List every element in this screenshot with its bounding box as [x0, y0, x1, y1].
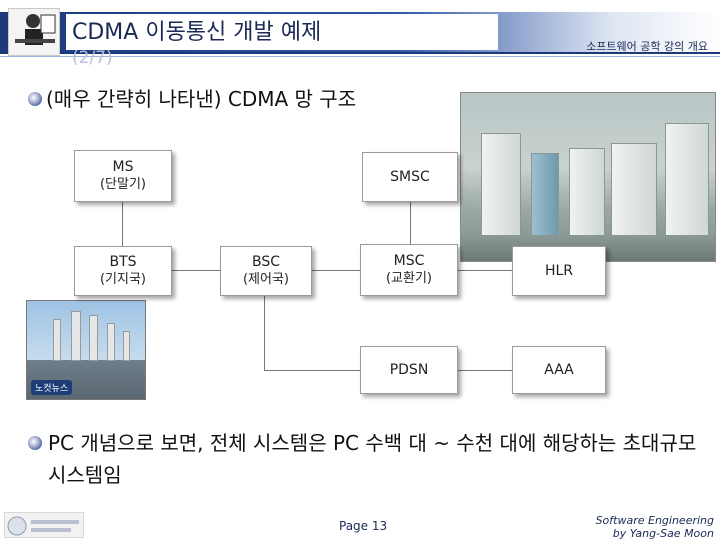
course-name: 소프트웨어 공학 강의 개요	[586, 40, 708, 53]
link-bsc-pdsn-vertical	[264, 296, 265, 370]
node-bsc: BSC (제어국)	[220, 246, 312, 296]
node-msc: MSC (교환기)	[360, 244, 458, 296]
node-bts: BTS (기지국)	[74, 246, 172, 296]
node-ms-label: MS	[112, 159, 134, 175]
datacenter-photo	[460, 92, 716, 262]
header-rule-thin	[0, 56, 720, 57]
summary-text: PC 개념으로 보면, 전체 시스템은 PC 수백 대 ~ 수천 대에 해당하는…	[48, 431, 697, 487]
footer-credit-line1: Software Engineering	[595, 514, 714, 527]
footer-credit: Software Engineering by Yang-Sae Moon	[596, 514, 714, 540]
node-aaa: AAA	[512, 346, 606, 394]
node-bsc-sub: (제어국)	[242, 272, 290, 287]
node-msc-sub: (교환기)	[385, 271, 433, 286]
node-bts-label: BTS	[109, 254, 137, 270]
node-msc-label: MSC	[393, 253, 425, 269]
page-number: Page 13	[339, 519, 388, 533]
slide-title: CDMA 이동통신 개발 예제	[72, 20, 322, 45]
title-band	[66, 14, 498, 50]
section-heading: (매우 간략히 나타낸) CDMA 망 구조	[46, 87, 357, 111]
link-bsc-msc	[312, 270, 360, 271]
bullet-icon	[28, 436, 42, 450]
link-ms-bts	[122, 202, 123, 246]
node-pdsn-label: PDSN	[389, 362, 429, 378]
presenter-clipart-icon	[8, 8, 60, 56]
link-pdsn-aaa	[458, 370, 512, 371]
link-bts-bsc	[172, 270, 220, 271]
node-bsc-label: BSC	[251, 254, 281, 270]
university-logo	[4, 512, 84, 538]
node-pdsn: PDSN	[360, 346, 458, 394]
link-msc-hlr	[458, 270, 512, 271]
node-ms-sub: (단말기)	[99, 177, 147, 192]
base-station-tower-photo: 노컷뉴스	[26, 300, 146, 400]
node-hlr-label: HLR	[544, 263, 574, 279]
node-aaa-label: AAA	[544, 362, 574, 378]
node-smsc: SMSC	[362, 152, 458, 202]
node-hlr: HLR	[512, 246, 606, 296]
node-ms: MS (단말기)	[74, 150, 172, 202]
link-bsc-pdsn-horizontal	[264, 370, 360, 371]
footer-credit-line2: by Yang-Sae Moon	[612, 527, 714, 540]
link-smsc-msc	[410, 202, 411, 246]
bullet-icon	[28, 92, 42, 106]
node-bts-sub: (기지국)	[99, 272, 147, 287]
photo-credit-tag: 노컷뉴스	[31, 380, 73, 395]
slide-title-sub: (2/7)	[72, 48, 113, 68]
header-rule	[0, 52, 720, 54]
node-smsc-label: SMSC	[390, 169, 430, 185]
